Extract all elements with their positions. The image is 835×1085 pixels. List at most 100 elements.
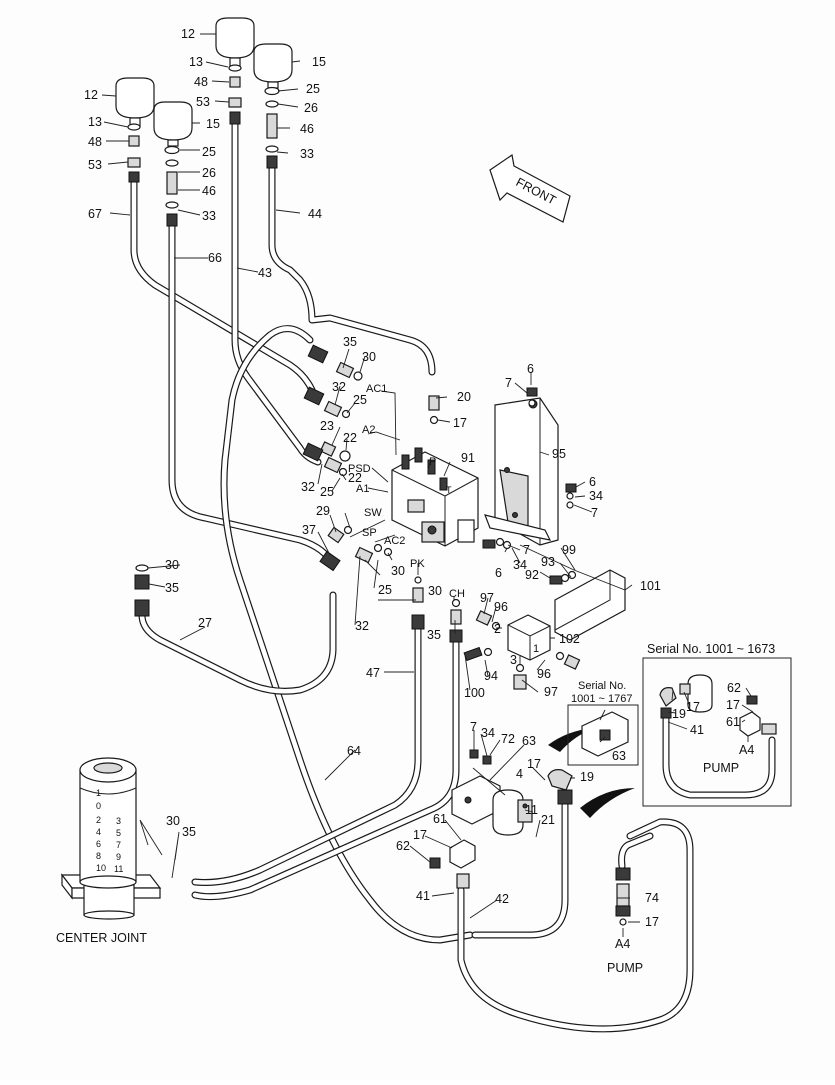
callout-22a: 22 bbox=[343, 431, 357, 445]
callout-17a: 17 bbox=[453, 416, 467, 430]
callout-17d: 17 bbox=[645, 915, 659, 929]
callout-32a: 32 bbox=[332, 380, 346, 394]
hose-44 bbox=[268, 161, 436, 376]
port-pk: PK bbox=[410, 558, 425, 570]
callout-96a: 96 bbox=[494, 600, 508, 614]
cj-port-10: 10 bbox=[96, 863, 106, 873]
fittings-top-stack bbox=[228, 64, 280, 169]
callout-25d: 25 bbox=[320, 485, 334, 499]
callout-47: 47 bbox=[366, 666, 380, 680]
callout-35b: 35 bbox=[165, 581, 179, 595]
callout-34b: 34 bbox=[513, 558, 527, 572]
callout-17c: 17 bbox=[413, 828, 427, 842]
pump-main-filter-4 bbox=[492, 789, 533, 836]
callout-41b: 41 bbox=[690, 723, 704, 737]
callout-27: 27 bbox=[198, 616, 212, 630]
callout-30c: 30 bbox=[391, 564, 405, 578]
callout-96b: 96 bbox=[537, 667, 551, 681]
hose-47 bbox=[191, 626, 422, 886]
callout-61a: 61 bbox=[433, 812, 447, 826]
bracket-95 bbox=[484, 397, 559, 546]
callout-95: 95 bbox=[552, 447, 566, 461]
callout-25c: 25 bbox=[353, 393, 367, 407]
cj-port-7: 7 bbox=[116, 840, 121, 850]
callout-30a: 30 bbox=[362, 350, 376, 364]
port-a1: A1 bbox=[356, 483, 369, 495]
callout-26a: 26 bbox=[304, 101, 318, 115]
callout-1: 1 bbox=[533, 643, 539, 655]
port-ac1: AC1 bbox=[366, 383, 387, 395]
port-sp: SP bbox=[362, 527, 377, 539]
callout-46a: 46 bbox=[300, 122, 314, 136]
callout-74: 74 bbox=[645, 891, 659, 905]
callout-25e: 25 bbox=[378, 583, 392, 597]
pump-main-elbow-19 bbox=[547, 769, 573, 805]
callout-35c: 35 bbox=[427, 628, 441, 642]
callout-67: 67 bbox=[88, 207, 102, 221]
valve-102 bbox=[463, 610, 581, 690]
callout-21: 21 bbox=[541, 813, 555, 827]
callout-30e: 30 bbox=[166, 814, 180, 828]
hose-67 bbox=[130, 176, 316, 394]
callout-44: 44 bbox=[308, 207, 322, 221]
caption-serial-small-1: Serial No. bbox=[578, 680, 626, 692]
callout-25a: 25 bbox=[306, 82, 320, 96]
port-a4-inset: A4 bbox=[739, 743, 754, 757]
callout-97a: 97 bbox=[480, 591, 494, 605]
pump-main-valve-61 bbox=[429, 839, 476, 889]
callout-42: 42 bbox=[495, 892, 509, 906]
callout-32c: 32 bbox=[355, 619, 369, 633]
callout-35a: 35 bbox=[343, 335, 357, 349]
caption-pump-main: PUMP bbox=[607, 961, 643, 975]
callout-33a: 33 bbox=[300, 147, 314, 161]
inset-small-bracket-63 bbox=[581, 711, 629, 757]
cj-port-3: 3 bbox=[116, 816, 121, 826]
callout-22b: 22 bbox=[348, 471, 362, 485]
callout-66: 66 bbox=[208, 251, 222, 265]
callout-53a: 53 bbox=[196, 95, 210, 109]
front-arrow: FRONT bbox=[489, 153, 571, 223]
callout-2: 2 bbox=[494, 622, 501, 636]
cj-port-9: 9 bbox=[116, 852, 121, 862]
callout-23: 23 bbox=[320, 419, 334, 433]
callout-34a: 34 bbox=[589, 489, 603, 503]
callout-25b: 25 bbox=[202, 145, 216, 159]
callout-7a: 7 bbox=[505, 376, 512, 390]
callout-20: 20 bbox=[457, 390, 471, 404]
callout-48a: 48 bbox=[194, 75, 208, 89]
callout-30b: 30 bbox=[165, 558, 179, 572]
callout-72: 72 bbox=[501, 732, 515, 746]
cj-port-5: 5 bbox=[116, 828, 121, 838]
callout-11: 11 bbox=[525, 803, 538, 817]
callout-46b: 46 bbox=[202, 184, 216, 198]
callout-15b: 15 bbox=[206, 117, 220, 131]
callout-4: 4 bbox=[516, 767, 523, 781]
callout-30d: 30 bbox=[428, 584, 442, 598]
port-psd: PSD bbox=[348, 463, 371, 475]
caption-center-joint: CENTER JOINT bbox=[56, 931, 147, 945]
callout-15a: 15 bbox=[312, 55, 326, 69]
callout-13a: 13 bbox=[189, 55, 203, 69]
pump-main-fitting-74 bbox=[615, 832, 654, 926]
callout-43: 43 bbox=[258, 266, 272, 280]
callout-37: 37 bbox=[302, 523, 316, 537]
callout-17e: 17 bbox=[686, 700, 700, 714]
inset-pump-parts bbox=[659, 674, 777, 799]
callout-26b: 26 bbox=[202, 166, 216, 180]
callout-64: 64 bbox=[347, 744, 361, 758]
pointer-to-inset-top bbox=[548, 728, 595, 752]
callout-7b: 7 bbox=[591, 506, 598, 520]
cj-port-1: 1 bbox=[96, 788, 101, 798]
callout-7d: 7 bbox=[470, 720, 477, 734]
pump-main-bracket-63 bbox=[451, 749, 501, 825]
hose-64 bbox=[191, 636, 460, 901]
hose-43 bbox=[231, 116, 322, 466]
caption-serial-small-2: 1001 ~ 1767 bbox=[571, 693, 632, 705]
callout-29: 29 bbox=[316, 504, 330, 518]
callout-93: 93 bbox=[541, 555, 555, 569]
port-p: P bbox=[429, 456, 436, 468]
hose-42 bbox=[457, 818, 694, 1033]
accumulator-12-left bbox=[115, 77, 155, 127]
